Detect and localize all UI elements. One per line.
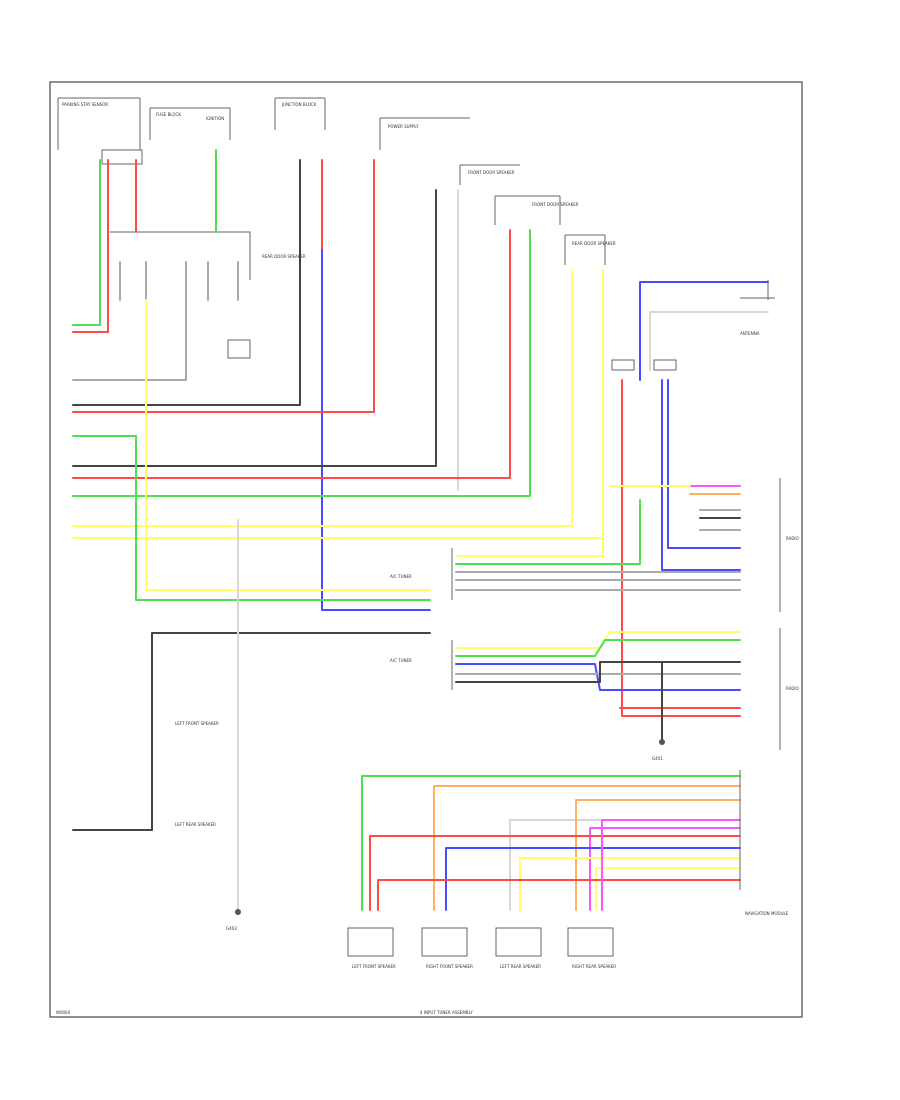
top-left-sensor-label: PARKING STAY SENSOR: [62, 102, 108, 107]
right-connector-2-label: RADIO: [786, 686, 799, 691]
antenna-wires: [611, 281, 769, 717]
ground-g401: G401: [652, 661, 665, 761]
module-mid-label-1: A/C TUNER: [390, 658, 412, 663]
antenna-label: ANTENNA: [740, 331, 760, 336]
front-door-1-label: FRONT DOOR SPEAKER: [468, 170, 515, 175]
right-connector-1-label: RADIO: [786, 536, 799, 541]
radio-connector-1: RADIO: [609, 478, 799, 612]
sensor-4: RIGHT REAR SPEAKER: [567, 927, 616, 969]
junction-block-label: JUNCTION BLOCK: [281, 102, 317, 107]
top-wires: [72, 149, 604, 831]
ignition-label: IGNITION: [206, 116, 224, 121]
bottom-caption: 4 INPUT TUNER ASSEMBLY: [420, 1010, 473, 1015]
sensor-1: LEFT FRONT SPEAKER: [347, 927, 396, 969]
rear-door-speaker-1-group: REAR DOOR SPEAKER: [564, 234, 616, 265]
lower-left-wires: LEFT FRONT SPEAKER LEFT REAR SPEAKER G40…: [175, 519, 241, 931]
sensor-1-label: LEFT FRONT SPEAKER: [352, 964, 396, 969]
diagram-frame: [49, 81, 803, 1018]
junction-block-group: JUNCTION BLOCK: [274, 97, 326, 130]
module-top: A/C TUNER: [390, 499, 741, 600]
bottom-harness: NAVIGATION MODULE: [361, 770, 789, 916]
sensor-3-label: LEFT REAR SPEAKER: [500, 964, 541, 969]
fuse-block-label: FUSE BLOCK: [156, 112, 181, 117]
rear-door-2-label: REAR DOOR SPEAKER: [262, 254, 306, 259]
lower-left-label-1: LEFT FRONT SPEAKER: [175, 721, 219, 726]
power-supply-label: POWER SUPPLY: [388, 124, 419, 129]
sensor-2-label: RIGHT FRONT SPEAKER: [426, 964, 473, 969]
radio-connector-2: RADIO: [619, 628, 799, 750]
lower-left-label-2: LEFT REAR SPEAKER: [175, 822, 216, 827]
ground-label: G401: [652, 756, 663, 761]
module-top-label-1: A/C TUNER: [390, 574, 412, 579]
front-door-speaker-1-group: FRONT DOOR SPEAKER: [459, 164, 520, 185]
sensor-3: LEFT REAR SPEAKER: [495, 927, 542, 969]
page-code: W0004: [56, 1010, 71, 1015]
power-supply-group: POWER SUPPLY: [379, 117, 470, 150]
junction-box-center: REAR DOOR SPEAKER: [110, 231, 306, 359]
sensor-2: RIGHT FRONT SPEAKER: [421, 927, 473, 969]
front-door-speaker-2-group: FRONT DOOR SPEAKER: [494, 195, 579, 225]
module-mid: A/C TUNER: [390, 631, 741, 691]
fuse-block-group: FUSE BLOCK IGNITION: [149, 107, 231, 140]
module-bottom-label: NAVIGATION MODULE: [745, 911, 789, 916]
sensor-4-label: RIGHT REAR SPEAKER: [572, 964, 616, 969]
top-left-sensor-group: PARKING STAY SENSOR: [57, 97, 143, 165]
front-door-2-label: FRONT DOOR SPEAKER: [532, 202, 579, 207]
rear-door-1-label: REAR DOOR SPEAKER: [572, 241, 616, 246]
antenna-group: ANTENNA: [740, 280, 775, 336]
lower-right-ground-label: G403: [226, 926, 237, 931]
